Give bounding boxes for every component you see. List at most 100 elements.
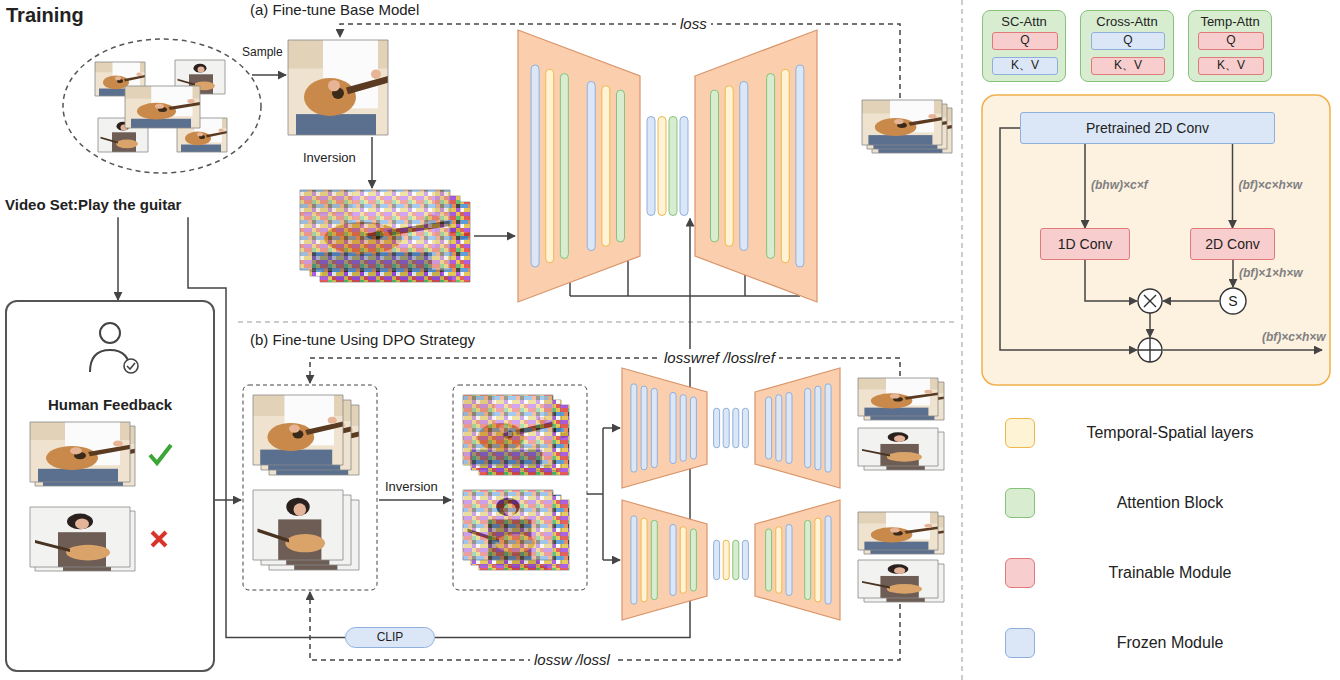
unet-illustration (622, 368, 840, 488)
guitar-photo-part (197, 132, 203, 136)
person-photo (253, 490, 343, 560)
loss-label: losswref /losslref (660, 349, 779, 367)
module-flow-line (1149, 313, 1151, 337)
guitar-photo-part (328, 417, 337, 424)
guitar-photo-part (187, 99, 195, 103)
sigmoid-circle: S (1219, 287, 1247, 315)
section-divider (962, 0, 963, 680)
connector (117, 217, 119, 300)
person-photo-part (198, 66, 205, 72)
conv2d-box: 2D Conv (1190, 228, 1275, 260)
video-frame-stack (288, 40, 388, 135)
guitar-photo-part (38, 469, 118, 482)
layer-bar (658, 117, 666, 216)
layer-bar (733, 540, 739, 580)
layer-bar (815, 386, 821, 470)
multiply-symbol (1138, 289, 1162, 313)
multiply-symbol-part (1138, 289, 1162, 313)
guitar-photo-part (904, 392, 938, 399)
video-frame-stack (858, 512, 944, 554)
person-photo-part (294, 503, 307, 516)
layer-bar (825, 516, 831, 604)
guitar-photo (300, 190, 450, 270)
add-symbol-part (1138, 338, 1162, 362)
legend-swatch (1005, 558, 1035, 588)
legend-swatch (1005, 488, 1035, 518)
node-label: Pretrained 2D Conv (1086, 120, 1209, 136)
clip-encoder-box: CLIP (345, 627, 435, 648)
connector (188, 217, 345, 637)
user-icon-part (100, 323, 120, 343)
guitar-photo-part (858, 512, 938, 550)
noised-group-box (453, 385, 587, 590)
conv1d-box: 1D Conv (1040, 228, 1130, 260)
attention-block: Cross-AttnQK、V (1080, 10, 1174, 82)
tensor-shape-label: (bhw)×c×f (1091, 178, 1148, 192)
inversion-arrow (379, 499, 451, 501)
key-value-box: K、V (1198, 57, 1264, 75)
node-label: 2D Conv (1205, 236, 1259, 252)
video-frame-stack (858, 428, 944, 470)
legend-label: Trainable Module (1085, 552, 1255, 594)
guitar-photo-part (296, 114, 376, 135)
guitar-photo-part (875, 118, 917, 136)
legend-label: Temporal-Spatial layers (1085, 412, 1255, 454)
annotation-label: Sample (242, 45, 283, 59)
annotation-label: Inversion (303, 150, 356, 166)
layer-bar (723, 408, 729, 448)
layer-bar (690, 397, 696, 459)
person-photo-part (66, 545, 110, 561)
noise-overlay (463, 395, 553, 465)
unet-illustration (518, 30, 817, 302)
key-value-box: K、V (992, 57, 1058, 75)
split-line (602, 428, 604, 560)
tensor-shape-label: (bf)×1×h×w (1239, 266, 1303, 280)
video-frame-stack (858, 560, 944, 602)
unet-trapezoid (518, 30, 640, 302)
guitar-photo-part (288, 40, 388, 135)
person-photo-part (862, 449, 890, 457)
layer-bar (815, 518, 821, 602)
key-value-box: K、V (1091, 57, 1165, 75)
person-photo-part (894, 567, 905, 574)
guitar-photo-part (858, 512, 938, 550)
person-photo-part (858, 560, 938, 598)
guitar-photo-part (125, 86, 200, 128)
node-label: Q (1226, 34, 1235, 48)
user-icon-part (124, 359, 138, 373)
layer-bar (766, 529, 772, 591)
layer-bar (725, 86, 733, 246)
guitar-photo-part (137, 103, 176, 120)
layer-bar (714, 540, 720, 580)
person-photo (858, 428, 938, 466)
layer-bar (786, 392, 792, 463)
annotation-label: Inversion (385, 479, 438, 495)
guitar-photo-part (300, 190, 450, 270)
layer-bar (670, 524, 676, 595)
sample-arrow (252, 74, 286, 76)
loss-label: lossw /lossl (530, 651, 614, 669)
guitar-photo-part (181, 145, 221, 152)
legend-label: Frozen Module (1085, 622, 1255, 664)
guitar-photo-part (463, 395, 553, 465)
add-symbol (1138, 338, 1162, 362)
layer-bar (742, 540, 748, 580)
person-photo-part (887, 584, 922, 594)
circle-outline-part (1220, 288, 1246, 314)
guitar-photo-part (346, 76, 388, 94)
layer-bar (723, 540, 729, 580)
guitar-photo-part (868, 135, 932, 145)
user-icon (90, 323, 138, 373)
layer-bar (796, 65, 804, 267)
guitar-photo-part (267, 423, 314, 451)
guitar-photo-part (206, 131, 227, 137)
node-label: Q (1123, 34, 1132, 48)
pair-group-box (243, 385, 377, 590)
legend-label: Attention Block (1085, 482, 1255, 524)
guitar-photo-part (862, 100, 942, 145)
query-box: Q (1091, 32, 1165, 50)
residual-line (1000, 128, 1137, 350)
module-flow-line (1163, 300, 1219, 302)
guitar-photo-part (862, 100, 942, 145)
